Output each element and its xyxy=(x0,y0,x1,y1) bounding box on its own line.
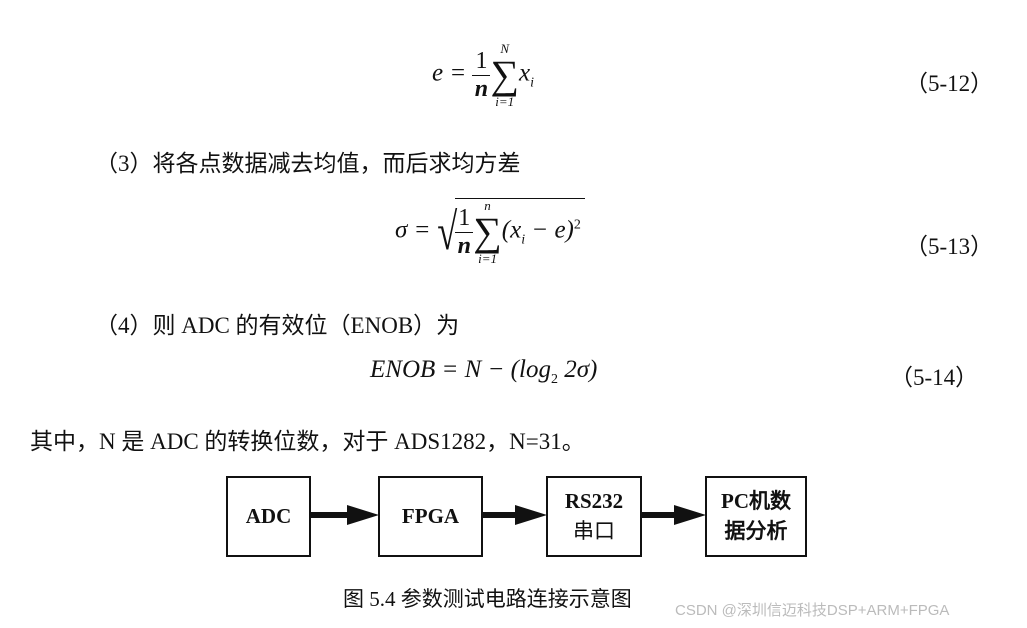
sum-upper: n xyxy=(484,198,491,213)
block-label: FPGA xyxy=(401,503,460,528)
eq-lhs: e xyxy=(432,59,444,87)
eq-text: 2σ) xyxy=(557,356,598,383)
paragraph-step4: （4）则 ADC 的有效位（ENOB）为 xyxy=(95,313,460,338)
eq-body: x xyxy=(519,59,531,87)
numerator: 1 xyxy=(455,205,474,233)
block-fpga: FPGA xyxy=(378,476,483,557)
equation-number: （5-13） xyxy=(905,234,994,259)
eq-text: ENOB = N − (log xyxy=(370,356,551,383)
eq-body: (x xyxy=(501,216,522,244)
watermark: CSDN @深圳信迈科技DSP+ARM+FPGA xyxy=(675,602,950,619)
arrow-right-icon xyxy=(481,505,547,525)
block-rs232: RS232 串口 xyxy=(546,476,642,557)
block-adc: ADC xyxy=(226,476,311,557)
paragraph-step3: （3）将各点数据减去均值，而后求均方差 xyxy=(95,151,521,176)
block-pc: PC机数据分析 xyxy=(705,476,807,557)
equation-number: （5-12） xyxy=(905,71,994,96)
eq-sub: i xyxy=(530,75,534,91)
block-label: 串口 xyxy=(572,518,615,543)
eq-sup: 2 xyxy=(573,217,581,233)
block-label: 据分析 xyxy=(724,518,788,543)
block-label: PC机数 xyxy=(721,489,791,514)
arrow-right-icon xyxy=(640,505,706,525)
block-label: RS232 xyxy=(564,489,624,514)
figure-caption: 图 5.4 参数测试电路连接示意图 xyxy=(343,587,632,611)
sum-lower: i=1 xyxy=(495,94,515,109)
block-label: ADC xyxy=(245,503,292,528)
eq-body-rest: − e) xyxy=(525,216,574,244)
numerator: 1 xyxy=(472,48,491,76)
denominator: n xyxy=(474,75,489,102)
eq-lhs: σ xyxy=(395,216,408,244)
paragraph-note: 其中，N 是 ADC 的转换位数，对于 ADS1282，N=31。 xyxy=(30,429,585,454)
summation: N∑i=1 xyxy=(490,41,519,109)
eq-sub: i xyxy=(521,232,526,248)
sum-upper: N xyxy=(500,41,510,56)
sqrt-sign: √ xyxy=(437,203,457,261)
arrow-right-icon xyxy=(309,505,379,525)
equation-5-14: ENOB = N − (log2 2σ) xyxy=(370,356,597,388)
equation-number: （5-14） xyxy=(890,365,979,390)
denominator: n xyxy=(457,232,471,259)
eq-sub: 2 xyxy=(550,372,558,387)
sum-lower: i=1 xyxy=(478,251,497,266)
